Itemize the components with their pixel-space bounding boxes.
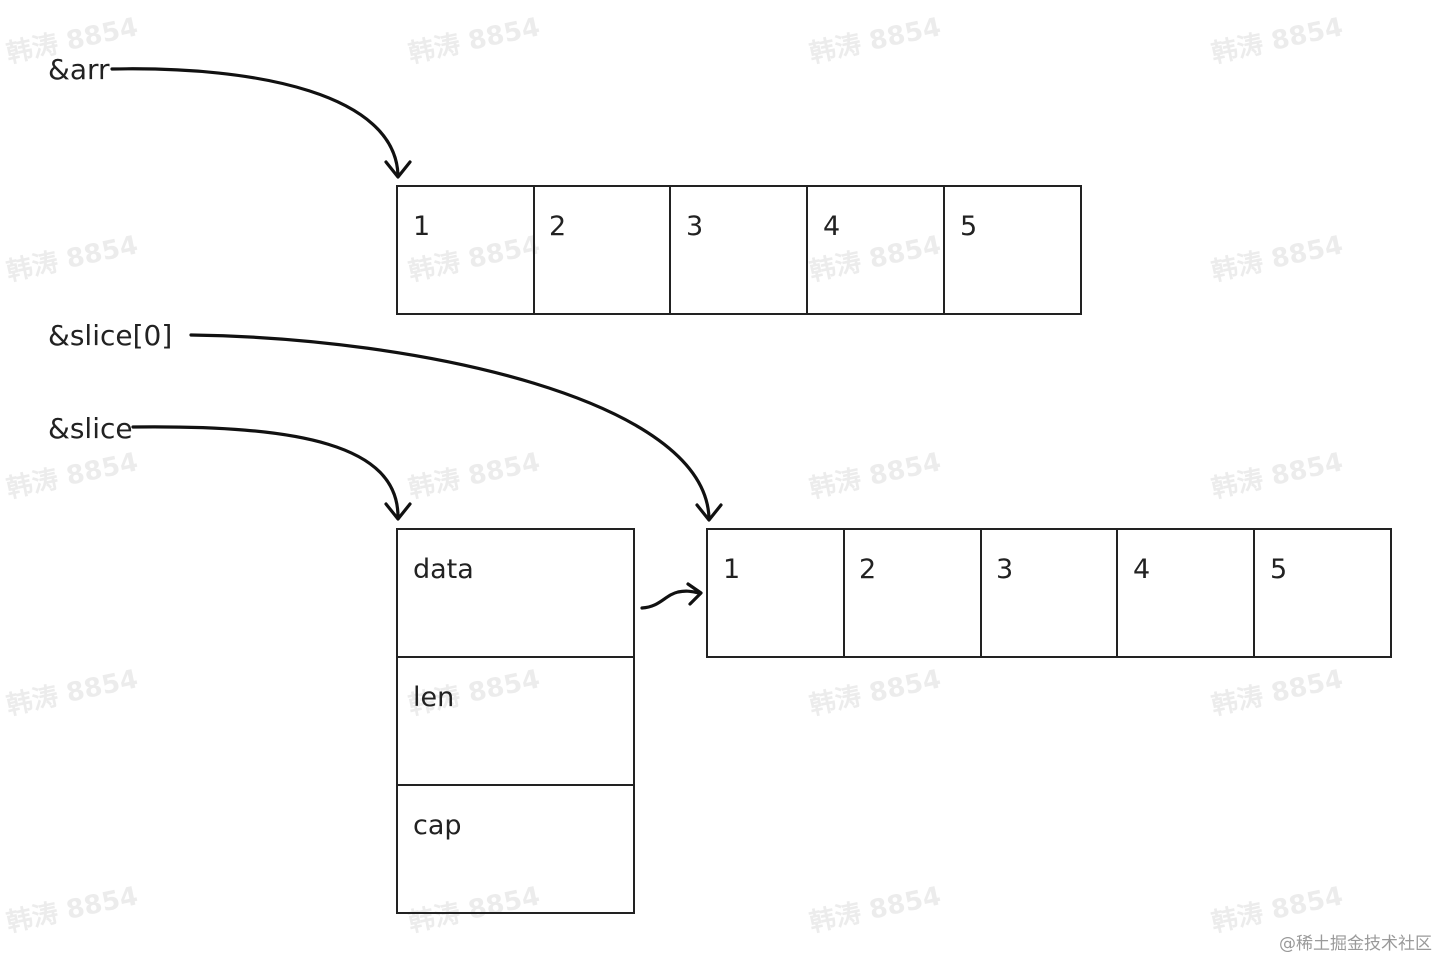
footer-credit: @稀土掘金技术社区 [1279,934,1432,954]
top-array-cell-5: 5 [960,211,977,242]
slice-field-data: data [413,554,474,585]
bottom-array-frame [706,528,1392,658]
bottom-array-cell-2: 2 [859,554,876,585]
top-array-frame [396,185,1082,315]
arrow-arr [110,67,412,179]
arrow-arr-curve [110,67,400,177]
slice-header-frame [396,528,635,914]
top-array-cell-3: 3 [686,211,703,242]
bottom-array-cell-4: 4 [1133,554,1150,585]
arrow-data [640,582,703,610]
arrow-slice-head [384,502,412,521]
top-array-cell-1: 1 [413,211,430,242]
arrow-arr-head [384,160,412,179]
bottom-array-cell-3: 3 [996,554,1013,585]
label-slice: &slice [48,412,133,445]
label-arr: &arr [48,53,110,86]
top-array-cell-2: 2 [549,211,566,242]
arrow-slice [131,425,412,521]
slice-header: data len cap [396,528,635,914]
arrow-data-curve [640,589,702,610]
arrow-slice0-curve [189,333,711,520]
arrow-data-head [686,582,703,606]
slice-field-len: len [413,682,454,713]
slice-field-cap: cap [413,810,462,841]
arrow-slice0 [189,333,723,522]
arrow-slice-curve [131,425,400,519]
top-array: 1 2 3 4 5 [396,185,1082,315]
top-array-cell-4: 4 [823,211,840,242]
bottom-array: 1 2 3 4 5 [706,528,1392,658]
label-slice0: &slice[0] [48,319,173,352]
arrow-slice0-head [695,503,723,522]
bottom-array-cell-5: 5 [1270,554,1287,585]
bottom-array-cell-1: 1 [723,554,740,585]
